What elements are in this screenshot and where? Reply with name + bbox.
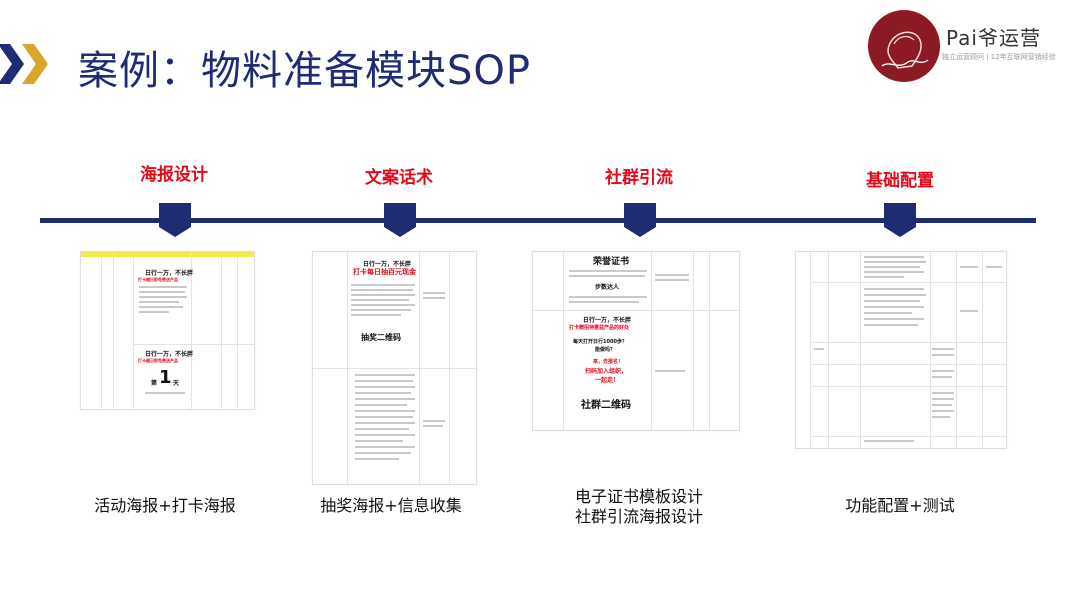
- header-chevron-gold-icon: [22, 44, 48, 84]
- poster-thumb-sub-2: 打卡越日即免费送产品: [138, 358, 178, 363]
- poster-thumb-day-prefix: 第: [151, 380, 158, 387]
- caption-community-traffic: 电子证书模板设计 社群引流海报设计: [574, 487, 703, 526]
- brand-name: Pai爷运营: [946, 26, 1041, 50]
- stage-label-copywriting: 文案话术: [365, 168, 433, 188]
- timeline-marker-2-icon: [384, 203, 416, 237]
- caption-basic-config: 功能配置+测试: [845, 496, 955, 515]
- copy-thumb-qr: 抽奖二维码: [361, 333, 401, 342]
- caption-poster-design: 活动海报+打卡海报: [94, 496, 236, 515]
- poster-thumb-head-2: 日行一万，不长胖: [145, 351, 194, 358]
- community-thumb-cert: 荣誉证书: [593, 257, 630, 267]
- community-thumb-cta-1: 来，去报名！: [593, 359, 624, 365]
- stage-label-basic-config: 基础配置: [866, 171, 934, 191]
- copy-thumb-head: 日行一万，不长胖: [363, 261, 412, 268]
- poster-thumb-day-number: 1: [159, 367, 172, 388]
- timeline-line: [40, 218, 1036, 223]
- community-thumb-cta-3: 一起走！: [595, 377, 620, 384]
- thumbnail-copy-sop: 日行一万，不长胖 打卡每日抽百元现金 抽奖二维码: [312, 251, 477, 485]
- caption-copywriting: 抽奖海报+信息收集: [320, 496, 462, 515]
- thumbnail-community-sop: 荣誉证书 步数达人 日行一万，不长胖 打卡赠招待惠益产品的好处 每天打开日行10…: [532, 251, 740, 431]
- timeline-marker-4-icon: [884, 203, 916, 237]
- community-thumb-cta-2: 扫码加入组织，: [585, 368, 628, 375]
- thumbnail-config-sop: [795, 251, 1007, 449]
- stage-label-poster-design: 海报设计: [140, 165, 208, 185]
- community-thumb-qr: 社群二维码: [581, 400, 631, 411]
- portrait-logo-icon: [870, 12, 938, 80]
- timeline-marker-3-icon: [624, 203, 656, 237]
- stage-label-community-traffic: 社群引流: [605, 168, 673, 188]
- poster-thumb-head: 日行一万，不长胖: [145, 270, 194, 277]
- community-thumb-question-2: 能做吗？: [595, 347, 616, 353]
- community-thumb-sub: 打卡赠招待惠益产品的好处: [569, 325, 630, 331]
- community-thumb-person: 步数达人: [595, 284, 620, 291]
- thumbnail-poster-sop: 日行一万，不长胖 打卡越日即免费送产品 日行一万，不长胖 打卡越日即免费送产品 …: [80, 251, 255, 410]
- copy-thumb-sub: 打卡每日抽百元现金: [353, 268, 416, 276]
- community-thumb-head: 日行一万，不长胖: [583, 317, 632, 324]
- page-title: 案例：物料准备模块SOP: [78, 48, 531, 94]
- header-chevron-navy-icon: [0, 44, 24, 84]
- brand-tagline: 独立运营顾问 | 12年互联网营销经验: [942, 53, 1056, 61]
- timeline-marker-1-icon: [159, 203, 191, 237]
- brand-logo: [868, 10, 940, 82]
- poster-thumb-day-suffix: 天: [173, 380, 180, 387]
- community-thumb-question: 每天打开日行1000歩？: [573, 339, 627, 345]
- poster-thumb-sub: 打卡越日即免费送产品: [138, 277, 178, 282]
